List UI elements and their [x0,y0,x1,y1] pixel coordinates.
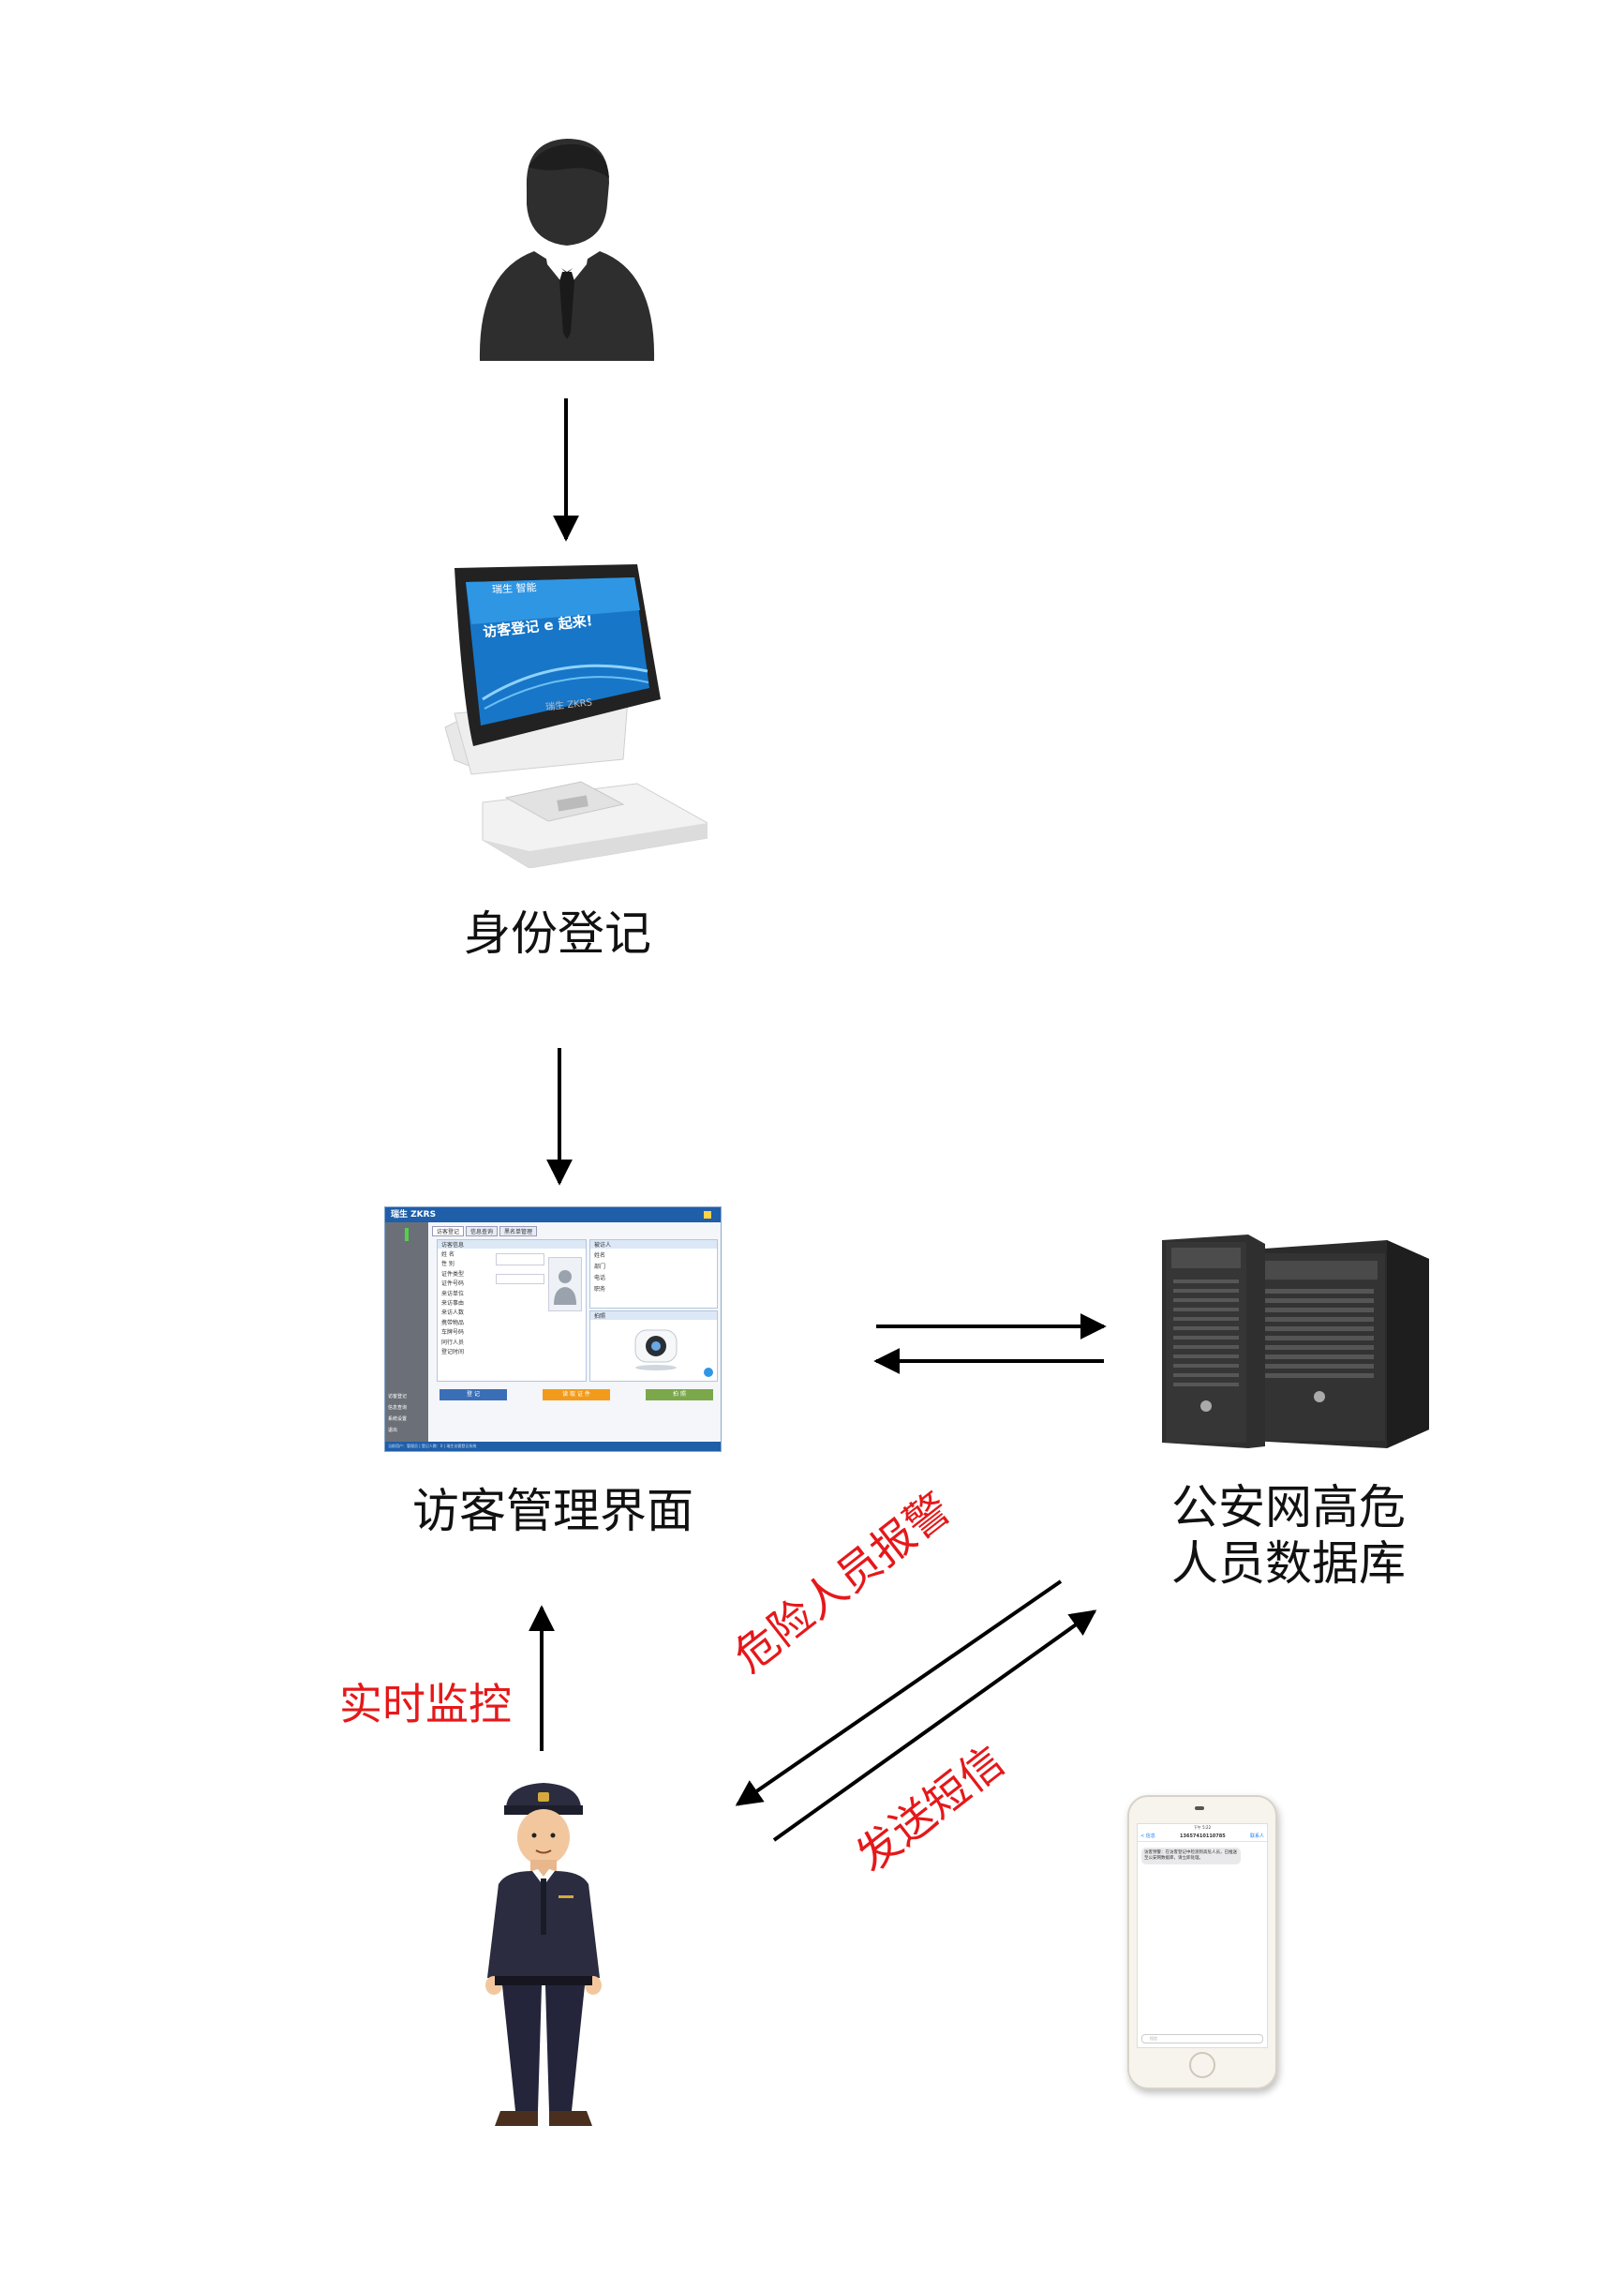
tab-query[interactable]: 信息查询 [466,1226,499,1236]
host-field-label: 姓名 [594,1252,606,1259]
police-db-label-line2: 人员数据库 [1171,1536,1406,1591]
ui-logo: 瑞生 ZKRS [391,1210,437,1220]
ui-status-bar: 当前用户：管理员 | 登记人数：0 | 瑞生访客登记系统 [385,1442,721,1451]
field-label: 携带物品 [441,1319,465,1326]
visitor-ui-window: 瑞生 ZKRS 访客登记 信息查询 系统设置 退出 访客登记 信息查询 黑名单管… [384,1206,722,1452]
businessman-icon [479,139,655,361]
ui-sidebar: 访客登记 信息查询 系统设置 退出 [385,1222,428,1442]
host-field-label: 部门 [594,1264,606,1270]
field-label: 证件类型 [441,1270,465,1278]
back-link[interactable]: < 信息 [1140,1833,1155,1839]
field-label: 车牌号码 [441,1329,465,1337]
phone-status-time: 下午 5:22 [1193,1825,1212,1830]
register-button[interactable]: 登 记 [440,1389,507,1400]
police-officer-icon [485,1783,602,2126]
field-label: 登记时间 [441,1349,465,1356]
sidebar-item-query[interactable]: 信息查询 [388,1405,408,1411]
arrow-guard-to-db [772,1609,1097,1842]
realtime-monitor-label: 实时监控 [339,1679,512,1729]
sms-input[interactable]: 短信 [1141,2034,1263,2043]
home-button[interactable] [1189,2052,1215,2078]
field-label: 性 别 [441,1261,454,1268]
visitor-photo [548,1257,582,1311]
phone-contact-number: 13657410110785 [1180,1833,1226,1839]
ui-title-bar: 瑞生 ZKRS [385,1207,721,1222]
host-field-label: 电话 [594,1275,606,1281]
ui-tabs: 访客登记 信息查询 黑名单管理 [432,1226,538,1236]
police-db-label-line1: 公安网高危 [1171,1480,1406,1534]
read-id-button[interactable]: 读 取 证 件 [543,1389,610,1400]
field-label: 姓 名 [441,1251,454,1258]
field-label: 来访人数 [441,1310,465,1317]
photo-panel: 拍照 [589,1310,718,1382]
lock-icon[interactable] [704,1211,711,1219]
id-type-input[interactable] [496,1274,544,1284]
photo-button[interactable]: 拍 照 [646,1389,713,1400]
field-label: 来访事由 [441,1300,465,1308]
capture-icon[interactable] [704,1368,713,1377]
visitor-info-panel: 访客信息 姓 名 性 别 证件类型 证件号码 来访单位 来访事由 来访人数 携带… [437,1239,587,1382]
section-photo-title: 拍照 [590,1311,717,1320]
host-panel: 被访人 姓名 部门 电话 职务 [589,1239,718,1309]
kiosk-icon [444,564,708,868]
section-host-title: 被访人 [590,1240,717,1249]
host-field-label: 职务 [594,1286,606,1293]
section-visitor-title: 访客信息 [438,1240,586,1249]
field-label: 同行人员 [441,1339,465,1346]
webcam-icon [634,1329,678,1370]
sidebar-item-settings[interactable]: 系统设置 [388,1416,408,1422]
details-link[interactable]: 联系人 [1249,1833,1264,1839]
sms-bubble: 访客预警：在访客登记中检测到高危人员，已推送至公安网数据库，请立即处理。 [1141,1848,1241,1864]
smartphone-icon: 下午 5:22 < 信息 13657410110785 联系人 访客预警：在访客… [1127,1795,1277,2089]
tab-visitor[interactable]: 访客登记 [432,1226,465,1236]
tab-blacklist[interactable]: 黑名单管理 [499,1226,538,1236]
field-label: 证件号码 [441,1280,465,1288]
server-icon [1162,1235,1429,1448]
sidebar-item-visitor[interactable]: 访客登记 [388,1394,408,1399]
avatar-placeholder-icon [554,1270,576,1305]
field-label: 来访单位 [441,1290,465,1297]
sidebar-item-exit[interactable]: 退出 [388,1428,398,1433]
name-input[interactable] [496,1253,544,1265]
earpiece [1195,1806,1204,1810]
phone-screen: 下午 5:22 < 信息 13657410110785 联系人 访客预警：在访客… [1137,1823,1268,2048]
id-registration-label: 身份登记 [464,906,651,961]
visitor-ui-label: 访客管理界面 [412,1484,693,1538]
status-icon [405,1228,409,1241]
arrow-db-to-guard [735,1579,1063,1806]
